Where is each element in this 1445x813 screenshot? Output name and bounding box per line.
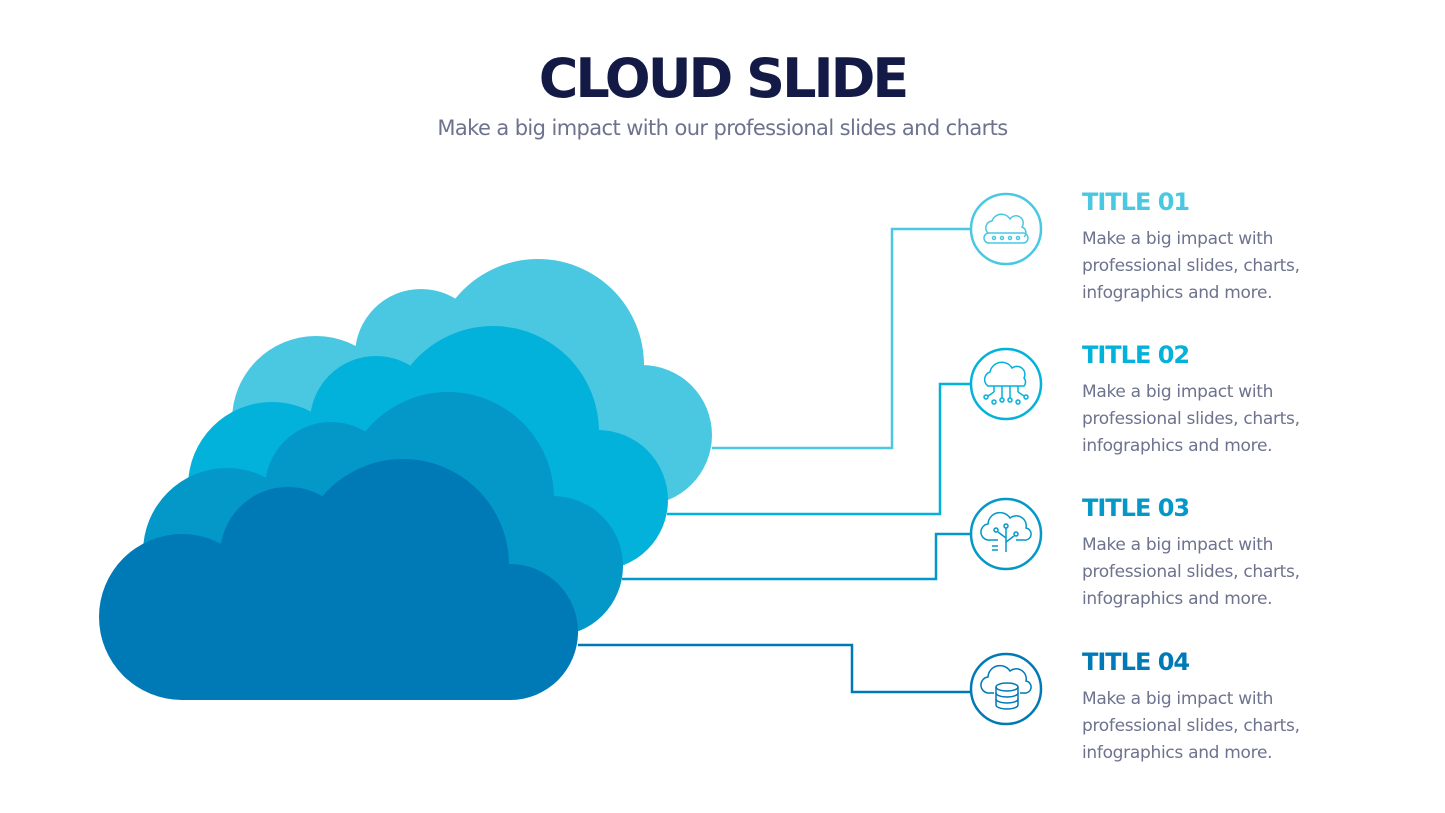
item-title: TITLE 03 [1082, 494, 1190, 522]
item-1: TITLE 01 Make a big impact with professi… [1082, 188, 1362, 307]
connector-line-1 [712, 227, 970, 450]
item-2: TITLE 02 Make a big impact with professi… [1082, 341, 1362, 460]
cloud-network-icon [969, 347, 1043, 421]
item-title: TITLE 04 [1082, 648, 1190, 676]
item-title: TITLE 01 [1082, 188, 1190, 216]
connector-line-3 [622, 532, 970, 581]
cloud-layer-4 [99, 459, 578, 700]
connector-line-4 [578, 643, 970, 694]
slide-subtitle: Make a big impact with our professional … [437, 116, 1008, 140]
item-description: Make a big impact with professional slid… [1082, 689, 1300, 763]
item-title: TITLE 02 [1082, 341, 1190, 369]
slide-title: CLOUD SLIDE [538, 47, 910, 110]
cloud-server-icon [969, 192, 1043, 266]
cloud-database-icon [969, 652, 1043, 726]
item-3: TITLE 03 Make a big impact with professi… [1082, 494, 1362, 613]
connector-line-2 [667, 382, 970, 516]
item-4: TITLE 04 Make a big impact with professi… [1082, 648, 1362, 767]
item-description: Make a big impact with professional slid… [1082, 535, 1300, 609]
item-description: Make a big impact with professional slid… [1082, 229, 1300, 303]
item-description: Make a big impact with professional slid… [1082, 382, 1300, 456]
cloud-tree-icon [969, 497, 1043, 571]
